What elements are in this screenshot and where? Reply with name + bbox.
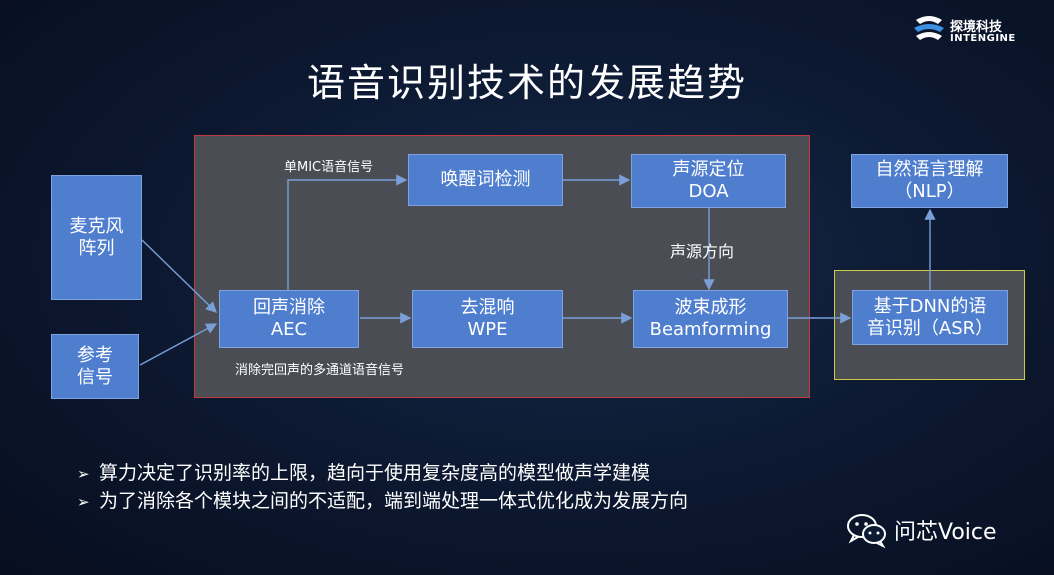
mic-array-box: 麦克风 阵列 — [51, 175, 142, 300]
bullet-item: ➢为了消除各个模块之间的不适配，端到端处理一体式优化成为发展方向 — [77, 488, 688, 516]
nlp-box: 自然语言理解 （NLP） — [851, 154, 1008, 208]
wechat-icon — [847, 514, 886, 548]
aec-box: 回声消除 AEC — [219, 290, 359, 348]
source-direction-label: 声源方向 — [670, 242, 735, 261]
single-mic-label: 单MIC语音信号 — [284, 160, 374, 175]
logo-cn-text: 探境科技 — [950, 20, 1003, 35]
multichannel-label: 消除完回声的多通道语音信号 — [235, 363, 405, 378]
page-title: 语音识别技术的发展趋势 — [306, 61, 747, 105]
wake-word-box: 唤醒词检测 — [408, 154, 563, 206]
doa-box: 声源定位 DOA — [631, 154, 786, 208]
company-logo: 探境科技 INTENGINE — [912, 14, 1022, 50]
beamforming-box: 波束成形 Beamforming — [633, 290, 788, 348]
bullet-item: ➢算力决定了识别率的上限，趋向于使用复杂度高的模型做声学建模 — [77, 460, 688, 488]
arrow-ref-to-aec — [139, 323, 218, 366]
bullet-arrow-icon: ➢ — [77, 493, 90, 511]
wpe-box: 去混响 WPE — [412, 290, 563, 348]
arrow-aec-to-wake — [287, 174, 408, 290]
bullet-list: ➢算力决定了识别率的上限，趋向于使用复杂度高的模型做声学建模 ➢为了消除各个模块… — [77, 460, 688, 516]
wechat-watermark: 问芯Voice — [846, 510, 1026, 550]
arrow-mic-to-aec — [141, 239, 218, 313]
logo-en-text: INTENGINE — [950, 33, 1016, 44]
reference-signal-box: 参考 信号 — [51, 334, 139, 399]
asr-box: 基于DNN的语 音识别（ASR） — [852, 290, 1008, 345]
bullet-arrow-icon: ➢ — [77, 465, 90, 483]
logo-mark-icon — [914, 16, 944, 40]
watermark-text: 问芯Voice — [894, 520, 997, 545]
